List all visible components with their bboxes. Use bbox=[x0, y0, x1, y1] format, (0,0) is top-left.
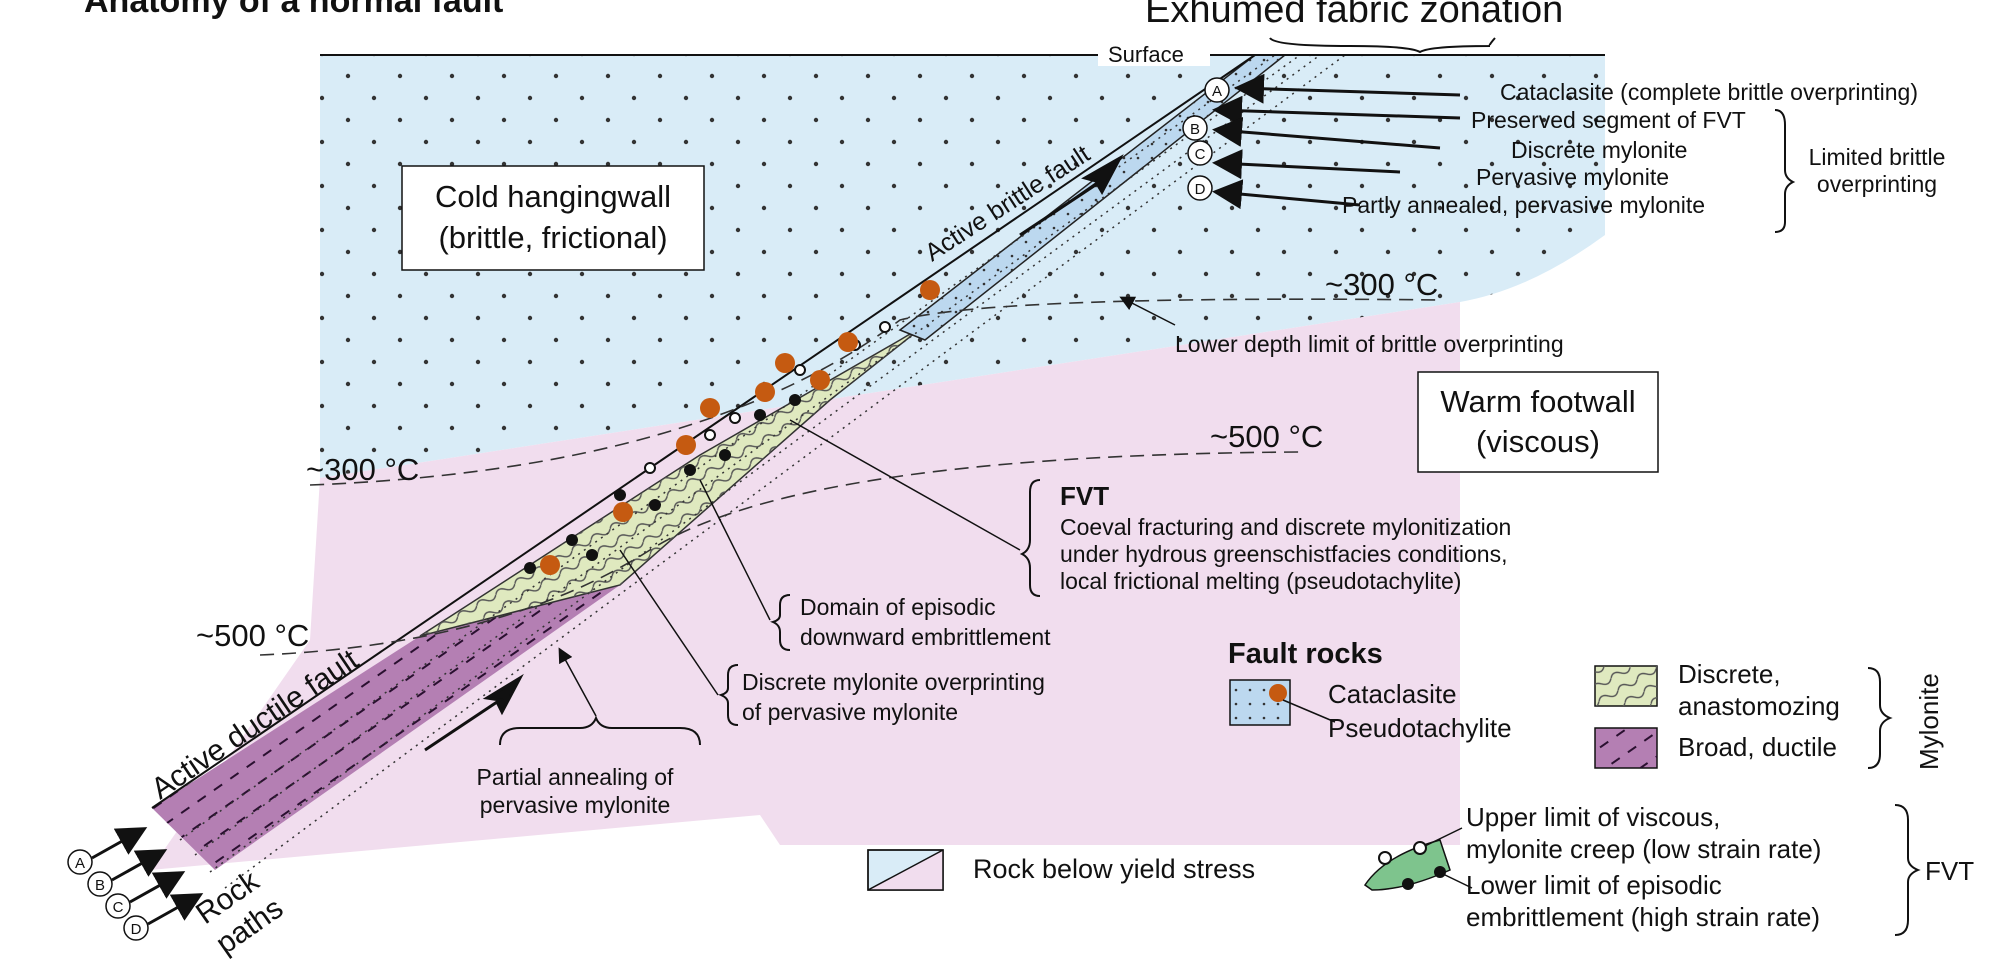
zonation-label-preserved-fvt: Preserved segment of FVT bbox=[1471, 107, 1746, 133]
fvt-brace bbox=[1019, 479, 1041, 597]
diagram-title: Anatomy of a normal fault bbox=[84, 0, 503, 20]
legend-lower-line1: Lower limit of episodic bbox=[1466, 870, 1722, 900]
rock-path-c bbox=[209, 54, 1321, 873]
legend-upper-line2: mylonite creep (low strain rate) bbox=[1466, 834, 1821, 864]
svg-text:C: C bbox=[113, 899, 124, 916]
slip-arrow-upper bbox=[1019, 154, 1124, 237]
isotherm-300-left: ~300 °C bbox=[306, 452, 419, 487]
episodic-brace bbox=[770, 594, 791, 651]
fvt-line2: under hydrous greenschistfacies conditio… bbox=[1060, 541, 1507, 567]
footwall-box: Warm footwall (viscous) bbox=[1417, 371, 1659, 473]
legend-mylonite-label: Mylonite bbox=[1914, 673, 1944, 770]
hangingwall-domain bbox=[320, 55, 1605, 478]
fvt-limit-dots bbox=[524, 321, 891, 574]
legend-broad-label: Broad, ductile bbox=[1678, 732, 1837, 762]
legend-lower-line2: embrittlement (high strain rate) bbox=[1466, 902, 1820, 932]
legend-rock-below-label: Rock below yield stress bbox=[973, 854, 1255, 884]
isotherm-500 bbox=[259, 451, 1301, 656]
lower-limit-arrow bbox=[1119, 296, 1176, 326]
isotherm-500-right: ~500 °C bbox=[1210, 419, 1323, 454]
limited-brittle-label-2: overprinting bbox=[1817, 171, 1937, 197]
svg-text:B: B bbox=[95, 877, 105, 894]
rock-path-d bbox=[224, 54, 1346, 889]
legend-pseudotachylite-label: Pseudotachylite bbox=[1328, 713, 1512, 743]
isotherm-500-left: ~500 °C bbox=[196, 618, 309, 653]
svg-text:D: D bbox=[131, 921, 142, 938]
zonation-label-pervasive: Pervasive mylonite bbox=[1476, 164, 1669, 190]
isotherm-300-right: ~300 °C bbox=[1325, 267, 1438, 302]
footwall-label-line1: Warm footwall bbox=[1440, 384, 1635, 419]
rock-path-a bbox=[179, 54, 1276, 841]
legend: Fault rocks Cataclasite Pseudotachylite … bbox=[867, 638, 1974, 936]
svg-text:A: A bbox=[75, 855, 85, 872]
discrete-brace bbox=[718, 664, 739, 726]
annealing-line2: pervasive mylonite bbox=[480, 792, 670, 818]
legend-cataclasite-label: Cataclasite bbox=[1328, 679, 1457, 709]
mylonite-band-pattern bbox=[152, 585, 620, 870]
pseudotachylite-stars bbox=[540, 280, 940, 575]
discrete-line1: Discrete mylonite overprinting bbox=[742, 669, 1045, 695]
zonation-label-annealed: Partly annealed, pervasive mylonite bbox=[1342, 192, 1705, 218]
svg-text:B: B bbox=[1190, 121, 1200, 138]
limited-brittle-label-1: Limited brittle bbox=[1809, 144, 1946, 170]
svg-text:D: D bbox=[1195, 181, 1206, 198]
hangingwall-label-line1: Cold hangingwall bbox=[435, 179, 671, 214]
legend-discrete-line2: anastomozing bbox=[1678, 691, 1840, 721]
legend-fvt-label: FVT bbox=[1925, 856, 1974, 886]
zonation-arrows bbox=[1212, 73, 1461, 210]
rock-path-markers: A B C D bbox=[67, 827, 204, 941]
active-fault-line bbox=[151, 54, 1256, 809]
zonation-label-discrete: Discrete mylonite bbox=[1511, 137, 1687, 163]
episodic-leader bbox=[699, 479, 771, 621]
isotherm-300 bbox=[309, 298, 1441, 486]
surface-label: Surface bbox=[1108, 42, 1184, 67]
zonation-title: Exhumed fabric zonation bbox=[1145, 0, 1563, 31]
legend-fvt-symbol bbox=[1363, 839, 1451, 891]
zonation-label-cataclasite: Cataclasite (complete brittle overprinti… bbox=[1500, 79, 1918, 105]
fvt-line3: local frictional melting (pseudotachylit… bbox=[1060, 568, 1461, 594]
annealing-arrow bbox=[558, 647, 597, 717]
fvt-line1: Coeval fracturing and discrete mylonitiz… bbox=[1060, 514, 1511, 540]
episodic-line2: downward embrittlement bbox=[800, 624, 1051, 650]
legend-fault-rocks-title: Fault rocks bbox=[1228, 638, 1383, 670]
slip-arrow-lower bbox=[424, 673, 524, 752]
legend-pseudotachylite-star bbox=[1269, 684, 1287, 702]
episodic-line1: Domain of episodic bbox=[800, 594, 996, 620]
fvt-title: FVT bbox=[1060, 481, 1109, 511]
discrete-leader bbox=[619, 549, 719, 696]
lower-limit-label: Lower depth limit of brittle overprintin… bbox=[1175, 331, 1564, 357]
footwall-domain bbox=[150, 302, 1460, 870]
annealing-brace bbox=[499, 715, 701, 746]
legend-discrete-line1: Discrete, bbox=[1678, 659, 1781, 689]
legend-mylonite-brace bbox=[1867, 667, 1893, 769]
legend-upper-line1: Upper limit of viscous, bbox=[1466, 802, 1720, 832]
footwall-label-line2: (viscous) bbox=[1476, 424, 1600, 459]
limited-brittle-brace bbox=[1774, 109, 1796, 233]
discrete-line2: of pervasive mylonite bbox=[742, 699, 958, 725]
fvt-leader bbox=[789, 419, 1021, 551]
zonation-brace bbox=[1269, 37, 1496, 54]
svg-text:C: C bbox=[1195, 146, 1206, 163]
hangingwall-box: Cold hangingwall (brittle, frictional) bbox=[401, 165, 705, 271]
annealing-line1: Partial annealing of bbox=[477, 764, 675, 790]
hangingwall-label-line2: (brittle, frictional) bbox=[438, 220, 667, 255]
legend-fvt-brace bbox=[1894, 804, 1921, 936]
svg-text:A: A bbox=[1212, 83, 1222, 100]
